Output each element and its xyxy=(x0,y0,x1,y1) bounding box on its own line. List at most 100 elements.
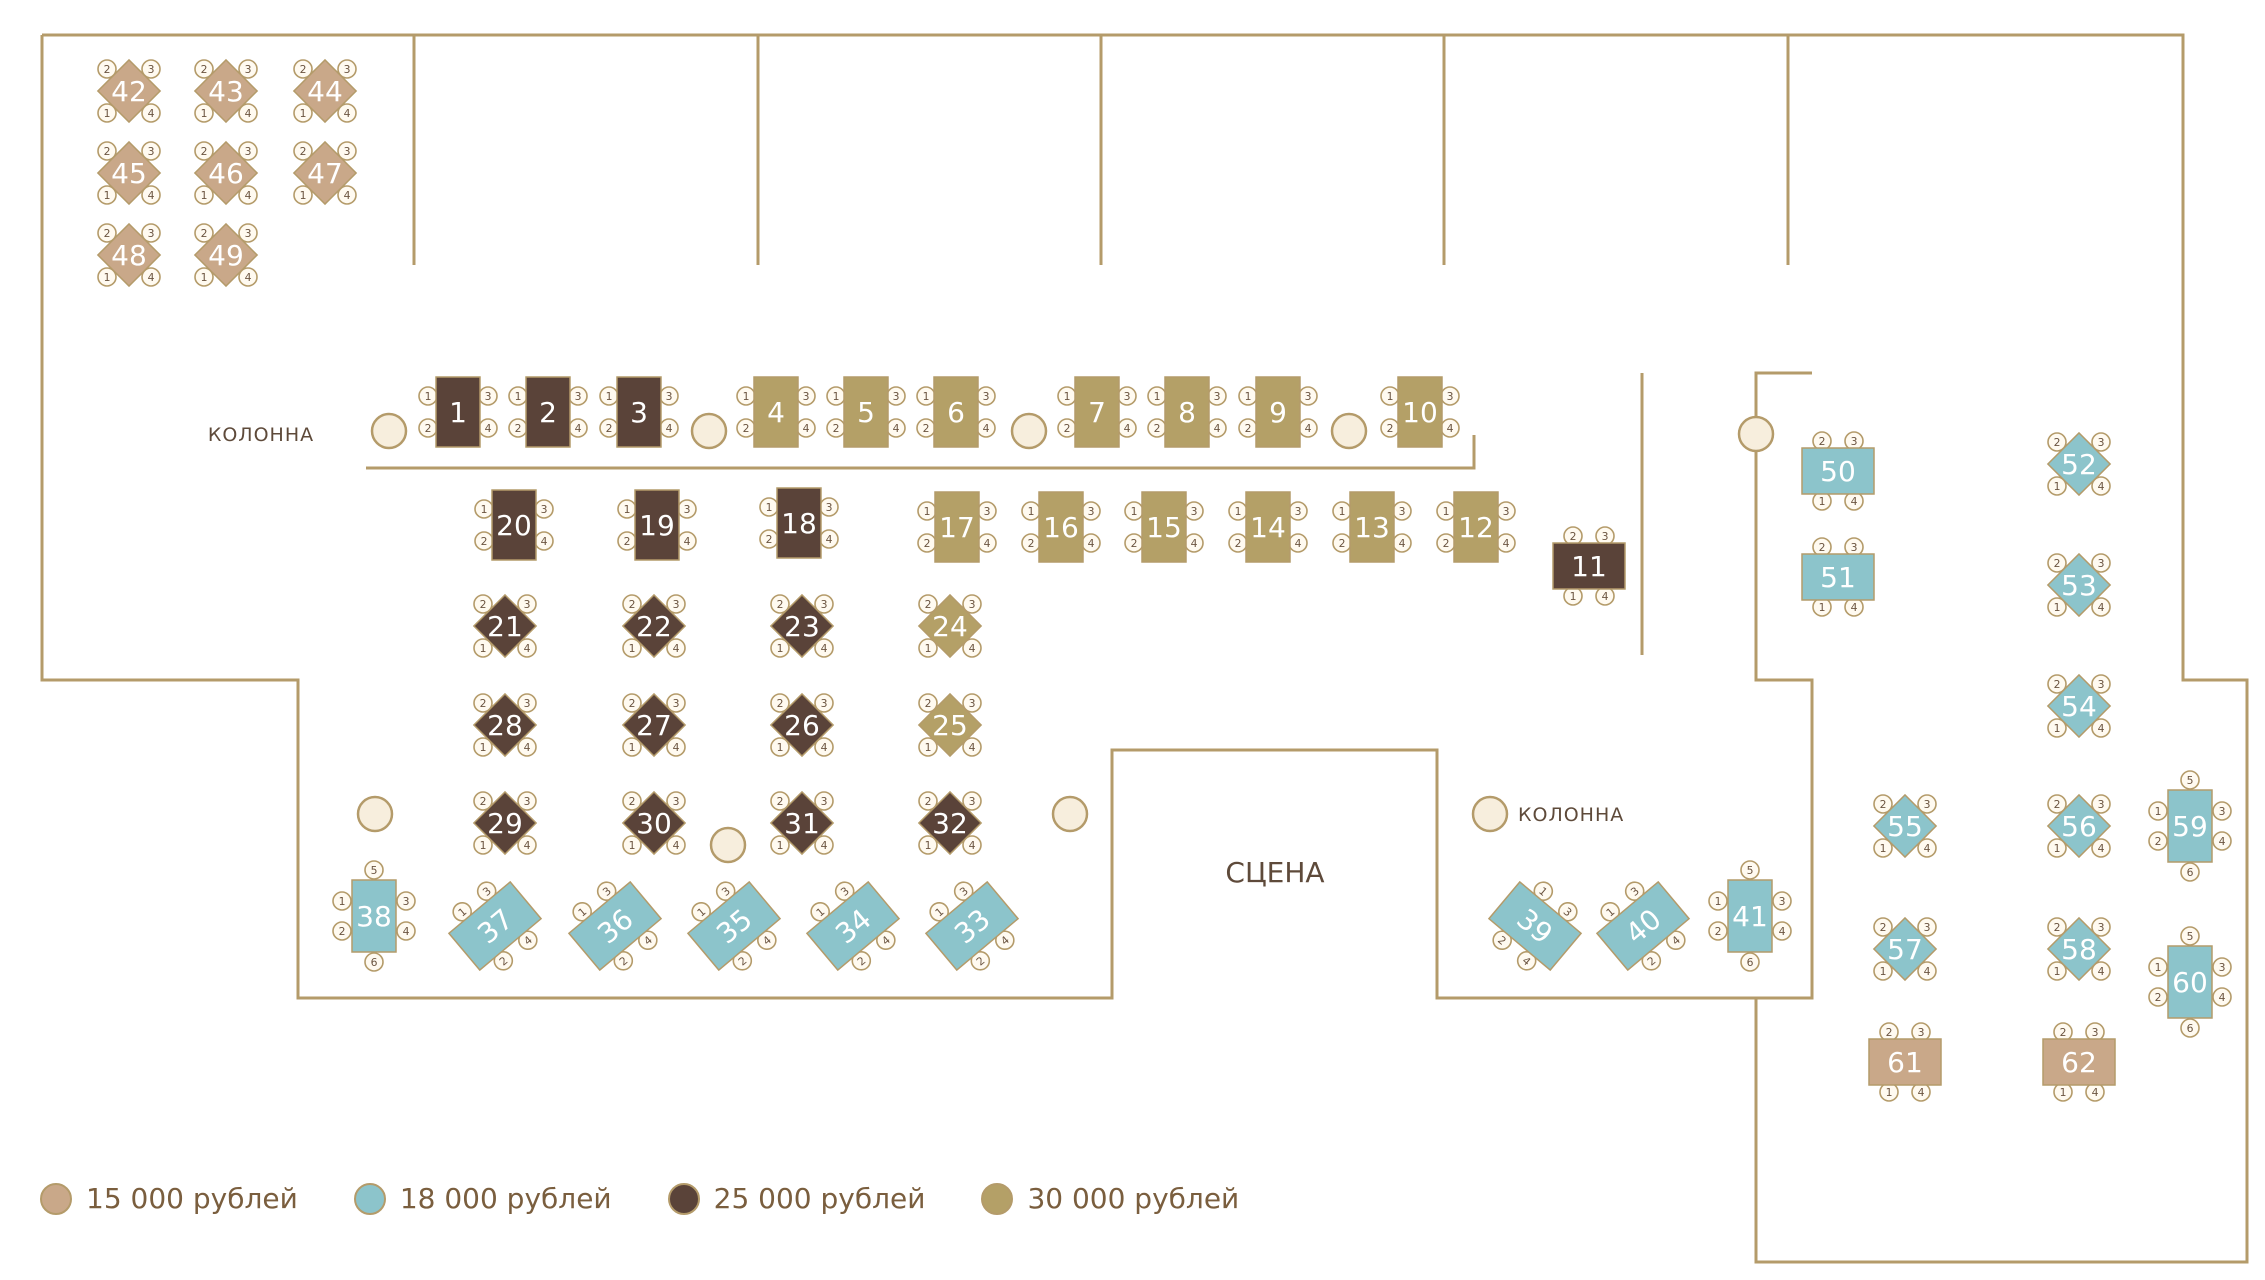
seat-label: 6 xyxy=(371,956,378,969)
seat-label: 3 xyxy=(983,390,990,403)
column-circle xyxy=(370,412,408,450)
seat-circle xyxy=(622,594,642,614)
table-shape xyxy=(1872,793,1938,859)
table-shape xyxy=(2046,431,2112,497)
table-shape xyxy=(2046,552,2112,618)
table-number: 30 xyxy=(636,807,672,840)
seat-label: 1 xyxy=(923,390,930,403)
seat-label: 2 xyxy=(925,598,932,611)
seat-label: 4 xyxy=(1924,965,1931,978)
column-circle xyxy=(1737,415,1775,453)
table-number: 12 xyxy=(1458,511,1494,544)
table-shape xyxy=(292,140,358,206)
seat-label: 2 xyxy=(1443,537,1450,550)
seat-label: 3 xyxy=(524,795,531,808)
seat-circle xyxy=(814,594,834,614)
table-shape xyxy=(933,376,979,448)
seat-label: 3 xyxy=(245,227,252,240)
seat-circle xyxy=(2047,674,2067,694)
table-number: 7 xyxy=(1088,396,1106,429)
seat-circle xyxy=(1873,917,1893,937)
seat-label: 1 xyxy=(766,501,773,514)
seat-label: 3 xyxy=(893,390,900,403)
seat-label: 3 xyxy=(673,697,680,710)
seat-circle xyxy=(238,223,258,243)
seat-circle xyxy=(517,835,537,855)
seat-label: 4 xyxy=(245,107,252,120)
table-shape xyxy=(843,376,889,448)
seat-label: 2 xyxy=(1064,422,1071,435)
table-shape xyxy=(634,489,680,561)
seat-label: 5 xyxy=(2187,930,2194,943)
seat-label: 2 xyxy=(1387,422,1394,435)
seat-circle xyxy=(97,267,117,287)
seat-label: 1 xyxy=(201,189,208,202)
seat-label: 1 xyxy=(924,505,931,518)
